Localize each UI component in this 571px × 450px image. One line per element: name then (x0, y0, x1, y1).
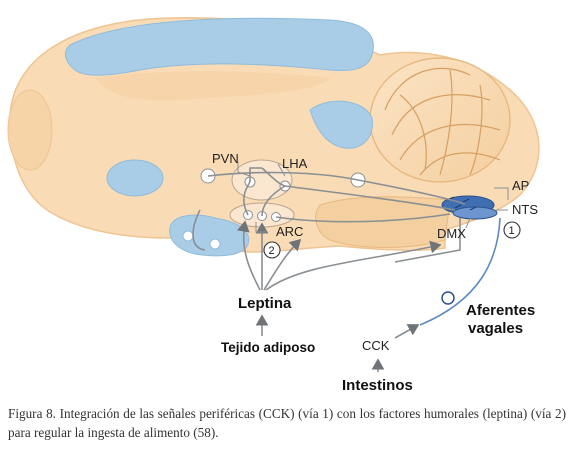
cck-label: CCK (362, 338, 390, 353)
aferentes-label: Aferentes (466, 302, 535, 319)
vagal-afferent (419, 217, 501, 326)
nts-label: NTS (512, 202, 538, 217)
intestinos-label: Intestinos (342, 377, 413, 394)
route-1-marker (503, 221, 521, 239)
corpus-callosum (64, 17, 374, 76)
label-leaders (237, 162, 509, 233)
cerebellum (369, 57, 511, 183)
leptina-label: Leptina (238, 295, 292, 312)
ventricle-blue (309, 100, 373, 149)
route-2-label: 2 (269, 245, 275, 257)
arc-label: ARC (276, 224, 303, 239)
pituitary (169, 214, 250, 257)
figure-caption: Figura 8. Integración de las señales per… (8, 406, 566, 440)
route-2-marker (263, 241, 281, 259)
ventricle-left (106, 159, 164, 197)
tejido-adiposo-label: Tejido adiposo (221, 340, 315, 355)
pathways (192, 167, 466, 372)
pvn-label: PVN (212, 151, 239, 166)
dmx-label: DMX (437, 226, 466, 241)
brain-diagram: PVN LHA ARC AP NTS DMX 2 1 Leptina Tejid… (7, 17, 540, 394)
vagales-label: vagales (468, 320, 523, 337)
route-1-label: 1 (509, 225, 515, 237)
lha-label: LHA (282, 156, 308, 171)
ap-label: AP (512, 178, 529, 193)
